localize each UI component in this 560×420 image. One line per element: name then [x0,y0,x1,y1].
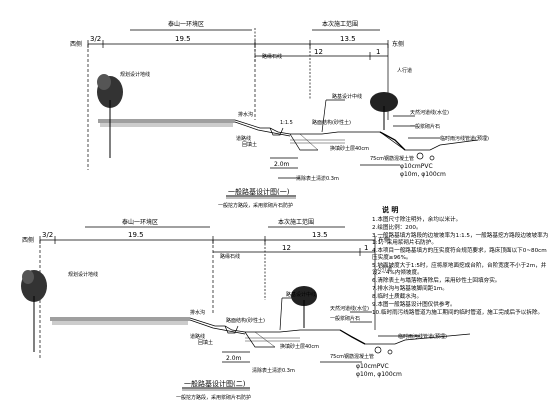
bottom-dim-12: 12 [282,244,291,252]
note-item: 4.本项目一般路基填方的压实度符合规范要求，路床顶面以下0~80cm压实度≥96… [372,247,547,261]
bottom-curb-label: 路缘石线 [220,253,240,260]
note-item: 7.排水沟与路基坡脚间距1m。 [372,285,448,292]
bottom-dim-19-5: 19.5 [128,231,144,239]
note-item: 2.绘图比例：200。 [372,224,422,231]
top-section [87,28,479,199]
bottom-embankment-label: 回填土 [198,339,213,346]
bottom-protection-label: 一般浆砌片石 [330,315,360,322]
bottom-left-zone-label: 泰山一环境区 [122,218,158,226]
bottom-pipe-detail-label: φ10m, φ100cm [356,371,402,378]
top-left-zone-label: 泰山一环境区 [168,20,204,28]
bottom-existing-ground-label: 规划设计地线 [68,271,98,278]
tree-icon [21,270,47,352]
top-slope-ratio-label: 1:1.5 [280,120,293,126]
note-item: 3.一般路基填方路段的边坡坡率为1:1.5，一般路基挖方路段边坡坡率为1:1，采… [372,232,549,246]
note-item: 5.地面坡度大于1:5时，应将原地面挖成台阶，台阶宽度不小于2m，并设2~4%内… [372,262,547,276]
top-pipe-size-label: φ10cmPVC [400,163,433,170]
top-dim-13-5: 13.5 [340,35,356,43]
tree-icon [97,74,123,158]
bottom-pipe-spec-label: 75cm钢筋混凝土管 [330,353,374,360]
top-pavement-label: 路面结构(砂性土) [312,119,351,126]
top-ditch-label: 排水沟 [238,111,253,118]
top-dim-12: 12 [314,48,323,56]
tree-icon [291,286,317,328]
top-road-edge-label: 道路线 [236,135,251,142]
bottom-west-label: 西侧 [22,236,34,244]
note-item: 8.临时土质截水沟。 [372,293,423,300]
top-east-label: 东侧 [392,40,404,48]
bottom-road-edge-label: 道路线 [190,333,205,340]
notes-panel: 说 明 1.本图尺寸除注明外，余均以米计。 2.绘图比例：200。 3.一般路基… [372,206,550,318]
top-dim-3-2: 3/2 [90,35,101,43]
top-pipe-detail-label: φ10m, φ100cm [400,171,446,178]
top-green-belt-label: 天然河道线(水位) [410,109,449,116]
tree-icon [370,92,398,130]
bottom-dim-3-2: 3/2 [42,231,53,239]
top-sidewalk-label: 人行道 [397,67,412,74]
top-cable-label: 临时雨污线管道(预埋) [440,135,489,142]
top-dim-19-5: 19.5 [175,35,191,43]
bottom-right-zone-label: 本次施工范围 [278,218,314,226]
top-right-zone-label: 本次施工范围 [322,20,358,28]
top-dim-1: 1 [376,48,380,56]
top-curb-label: 路缘石线 [262,53,282,60]
notes-heading: 说 明 [382,206,399,214]
bottom-sidewalk-label: 人行道 [377,265,392,272]
bottom-ditch-label: 排水沟 [190,309,205,316]
bottom-subtitle: 一般挖方路段，采用浆砌片石防护 [176,394,251,401]
top-subtitle: 一般挖方路段，采用浆砌片石防护 [218,202,293,209]
top-section-title: 一般路基设计图(一) [228,187,290,196]
note-item: 9.本图一般路基设计图仅供参考。 [372,301,456,308]
note-item: 10.临时雨污线路管道为施工期间的临时管道，施工完成后予以拆除。 [372,309,544,316]
bottom-pavement-label: 路面结构(砂性土) [226,317,265,324]
top-pipe-spec-label: 75cm钢筋混凝土管 [370,155,414,162]
top-soil-replace-label: 换填砂土层40cm [330,145,369,152]
bottom-east-label: 东侧 [378,236,390,244]
bottom-design-line-label: 路基设计中线 [286,291,316,298]
note-item: 6.清除表土与塌落物清除后，采用砂性土回填夯实。 [372,277,501,284]
top-protection-label: 一般浆砌片石 [410,123,440,130]
bottom-pipe-size-label: φ10cmPVC [356,363,389,370]
bottom-section [39,226,471,391]
top-embankment-label: 回填土 [242,141,257,148]
bottom-section-title: 一般路基设计图(二) [184,379,246,388]
note-item: 1.本图尺寸除注明外，余均以米计。 [372,216,462,223]
top-existing-ground-label: 规划设计地线 [120,71,150,78]
bottom-dim-13-5: 13.5 [312,231,328,239]
top-west-label: 西侧 [70,40,82,48]
bottom-backfill-label: 清除表土清淤0.3m [252,367,295,374]
top-dim-2m: 2.0m [274,161,290,168]
bottom-cable-label: 临时雨污线管道(预埋) [398,333,447,340]
top-design-line-label: 路基设计中线 [332,93,362,100]
bottom-dim-2m: 2.0m [226,355,242,362]
bottom-dim-1: 1 [364,244,368,252]
bottom-green-belt-label: 天然河道线(水位) [330,305,369,312]
bottom-soil-replace-label: 换填砂土层40cm [280,343,319,350]
top-backfill-label: 清除表土清淤0.3m [296,175,339,182]
